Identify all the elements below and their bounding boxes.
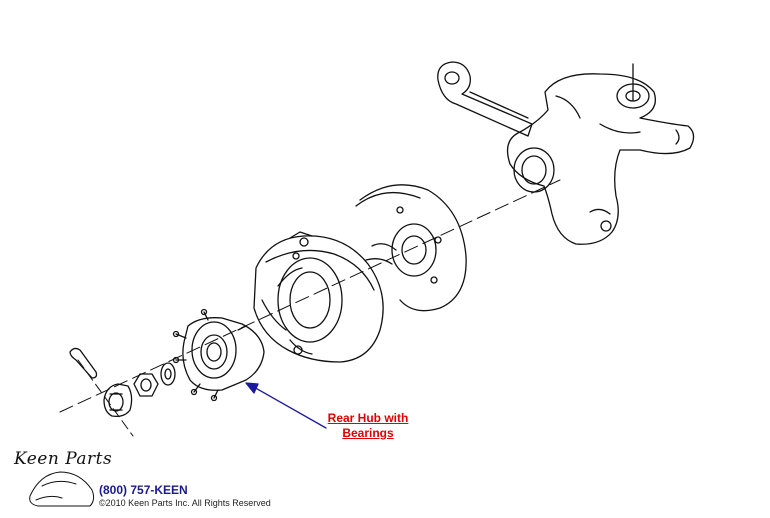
logo-text: Keen Parts [14,449,113,469]
callout-arrow [245,382,327,429]
callout-line-1: Rear Hub with [327,411,409,425]
phone-number: (800) 757-KEEN [99,483,188,497]
spindle-control-arm [437,61,695,245]
washer [160,362,176,386]
keen-parts-logo [29,471,95,507]
copyright-notice: ©2010 Keen Parts Inc. All Rights Reserve… [99,498,271,508]
backing-plate [355,184,467,312]
callout-line-2: Bearings [342,426,394,440]
rear-hub-callout-link[interactable]: Rear Hub with Bearings [318,411,418,441]
assembly-centerline [59,179,561,413]
brake-drum [253,231,384,363]
castle-nut [103,383,133,418]
rear-hub [172,308,265,402]
cotter-pin [69,347,98,379]
spindle-nut [133,373,159,397]
